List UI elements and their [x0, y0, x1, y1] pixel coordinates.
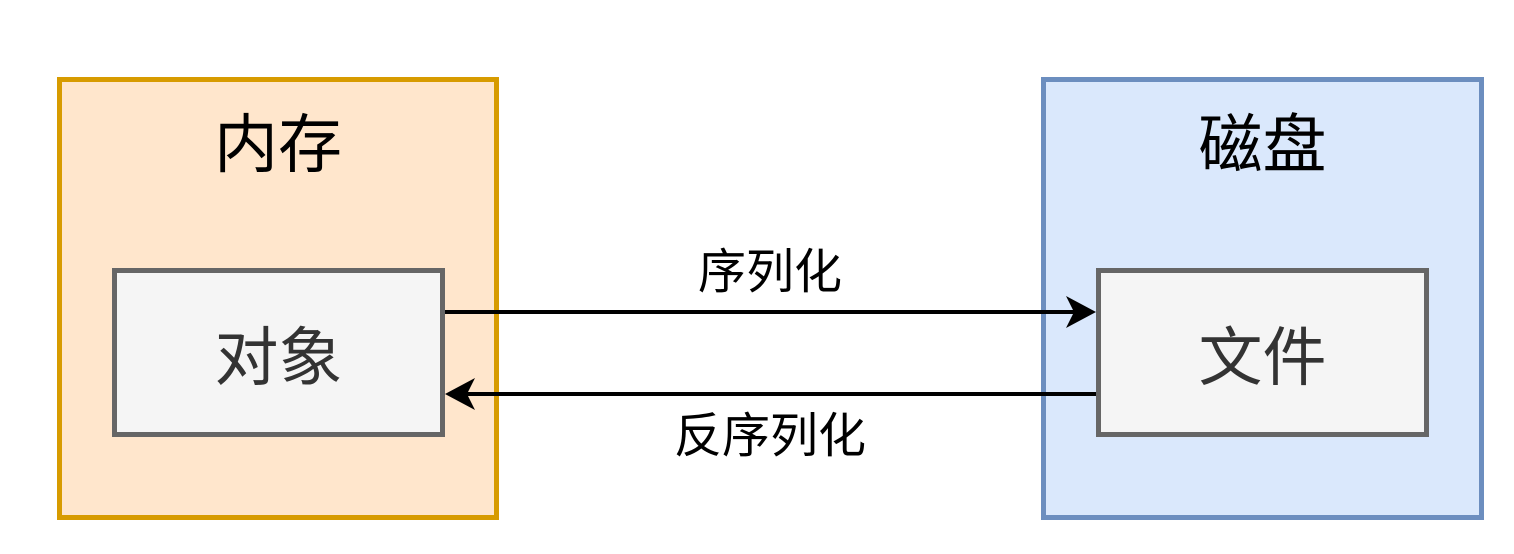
file-label: 文件 [1198, 321, 1327, 396]
arrowhead-right-icon [1066, 296, 1096, 328]
object-node: 对象 [112, 268, 445, 437]
serialize-arrow [445, 296, 1096, 328]
arrowhead-left-icon [445, 378, 475, 410]
deserialize-label: 反序列化 [673, 408, 866, 464]
disk-title: 磁盘 [1198, 109, 1327, 183]
object-label: 对象 [214, 321, 343, 396]
deserialize-arrow [445, 378, 1096, 410]
file-node: 文件 [1096, 268, 1429, 437]
memory-title: 内存 [214, 109, 342, 183]
serialize-label: 序列化 [697, 244, 842, 300]
